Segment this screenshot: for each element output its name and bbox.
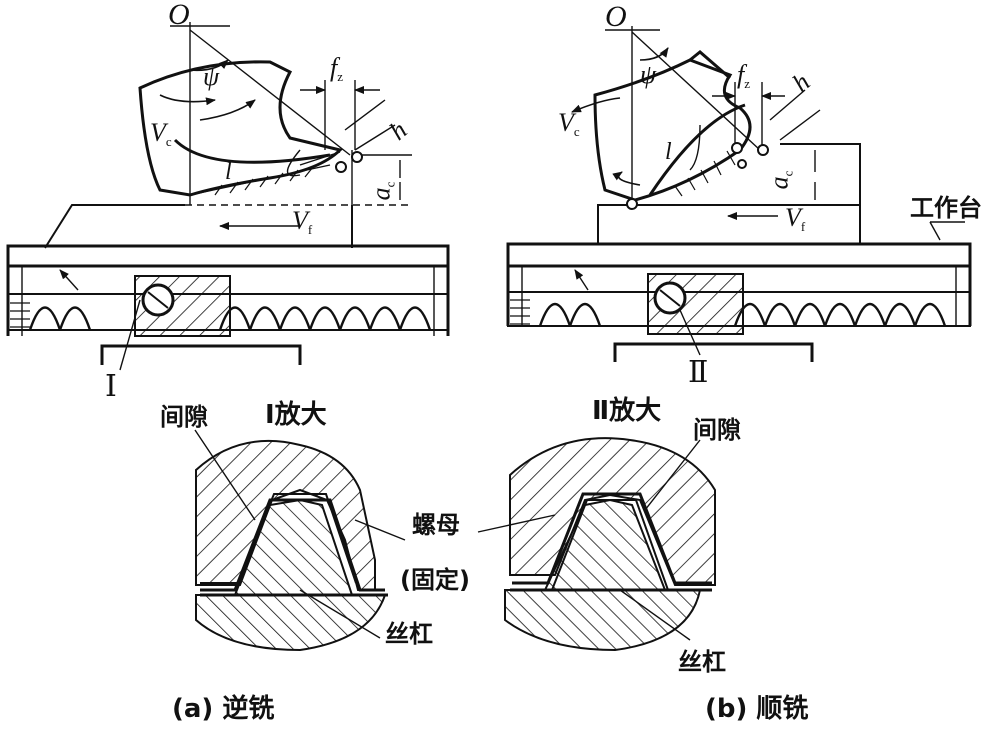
table-label: 工作台 (910, 194, 982, 222)
label-b-vc: Vc (558, 108, 580, 139)
label-a-fz: fz (330, 53, 344, 84)
label-b-psi: ψ (640, 60, 657, 89)
mark-b: Ⅱ (688, 355, 709, 390)
label-b-vf: Vf (785, 203, 806, 234)
detail-b (477, 437, 716, 652)
nut-note: (固定) (400, 566, 470, 594)
detail-b-title: Ⅱ放大 (592, 396, 662, 426)
nut-label: 螺母 (412, 511, 460, 539)
figure-a-machine (6, 22, 450, 371)
cutter-b (593, 58, 752, 202)
label-b-l: l (665, 139, 672, 165)
detail-a (194, 429, 406, 652)
workpiece-b (597, 204, 861, 244)
label-b-ac: ac (764, 170, 796, 190)
workpiece-a (44, 204, 353, 249)
figure-b-machine (506, 26, 972, 362)
label-a-O: O (168, 0, 190, 31)
label-a-vc: Vc (150, 118, 172, 149)
detail-b-gap-label: 间隙 (693, 416, 741, 444)
label-a-l: l (225, 159, 232, 185)
table-a (6, 244, 450, 268)
caption-b: (b) 顺铣 (705, 694, 809, 724)
mark-a: Ⅰ (105, 369, 117, 404)
table-b (506, 242, 972, 268)
caption-a: (a) 逆铣 (172, 694, 275, 724)
detail-a-title: Ⅰ放大 (265, 400, 327, 430)
cutter-a (138, 60, 343, 197)
detail-b-screw-label: 丝杠 (678, 648, 726, 676)
detail-a-gap-label: 间隙 (160, 403, 208, 431)
label-a-ac: ac (366, 181, 398, 201)
label-b-O: O (605, 0, 627, 33)
label-b-fz: fz (737, 60, 751, 91)
detail-a-screw-label: 丝杠 (385, 620, 433, 648)
label-a-vf: Vf (292, 206, 313, 237)
label-a-psi: ψ (203, 62, 220, 91)
